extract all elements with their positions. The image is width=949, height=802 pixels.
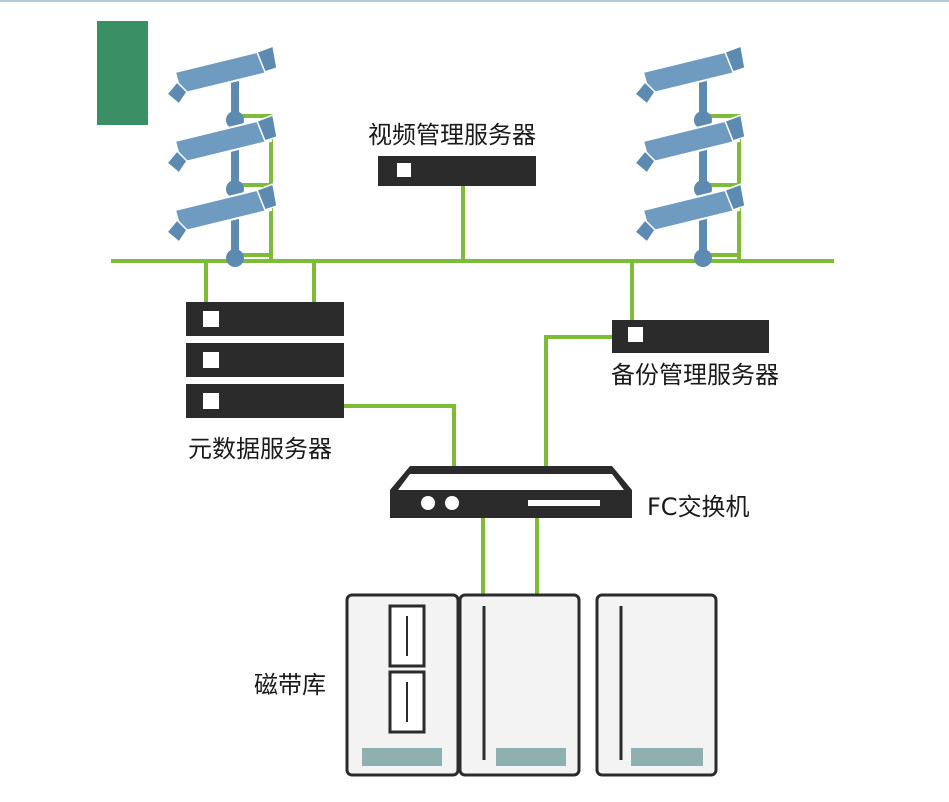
accent-block [97, 21, 148, 125]
tape-library-icon [345, 593, 718, 777]
metadata-server-icon [186, 302, 344, 418]
metadata-server-label: 元数据服务器 [188, 435, 332, 463]
fc-switch-label: FC交换机 [647, 493, 750, 521]
metadata-fc-link [342, 404, 456, 468]
left-camera-group [166, 45, 278, 268]
backup-fc-link [544, 335, 614, 468]
fc-switch-icon [390, 466, 632, 518]
right-camera-group [634, 45, 746, 268]
backup-server-icon [612, 320, 769, 353]
tape-library-label: 磁带库 [254, 671, 326, 699]
video-server-icon [378, 156, 536, 186]
video-server-label: 视频管理服务器 [368, 121, 536, 149]
backup-server-label: 备份管理服务器 [611, 361, 779, 389]
